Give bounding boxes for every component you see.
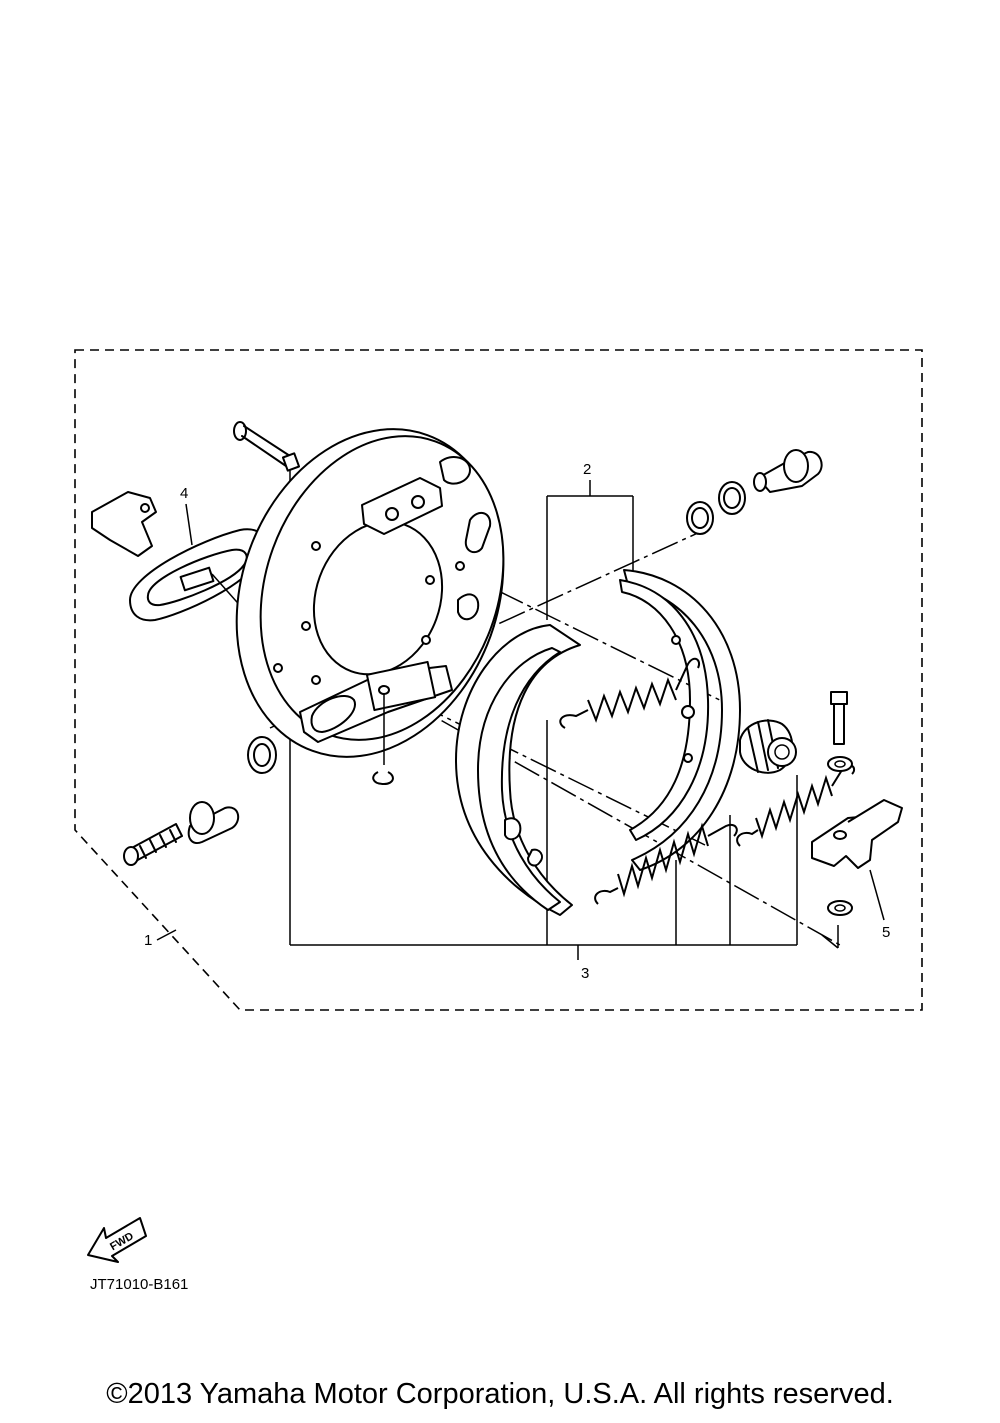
callout-4: 4	[180, 485, 188, 502]
callout-5: 5	[882, 924, 890, 941]
part-1-brake-panel	[235, 428, 505, 785]
part-5-bracket-and-bolt	[811, 691, 903, 916]
callout-1: 1	[144, 932, 152, 949]
seals-and-plug	[686, 449, 823, 535]
fwd-arrow-icon	[87, 1217, 147, 1263]
diagram-code: JT71010-B161	[90, 1276, 188, 1293]
adjuster-parts	[123, 736, 277, 866]
adjusting-cam	[739, 719, 797, 774]
assembly-boundary	[74, 349, 923, 1011]
pivot-bolt	[233, 421, 301, 472]
callout-leaders	[156, 503, 885, 941]
callout-3: 3	[581, 965, 589, 982]
brake-shoe-left	[455, 624, 581, 916]
callout-2: 2	[583, 461, 591, 478]
brake-shoe-right	[619, 569, 741, 871]
upper-return-spring	[559, 657, 700, 729]
lower-return-spring	[594, 822, 738, 905]
fwd-arrow: FWD	[87, 1217, 147, 1263]
copyright-notice: ©2013 Yamaha Motor Corporation, U.S.A. A…	[106, 1378, 894, 1410]
part-4-cover-and-grommet	[91, 491, 267, 622]
